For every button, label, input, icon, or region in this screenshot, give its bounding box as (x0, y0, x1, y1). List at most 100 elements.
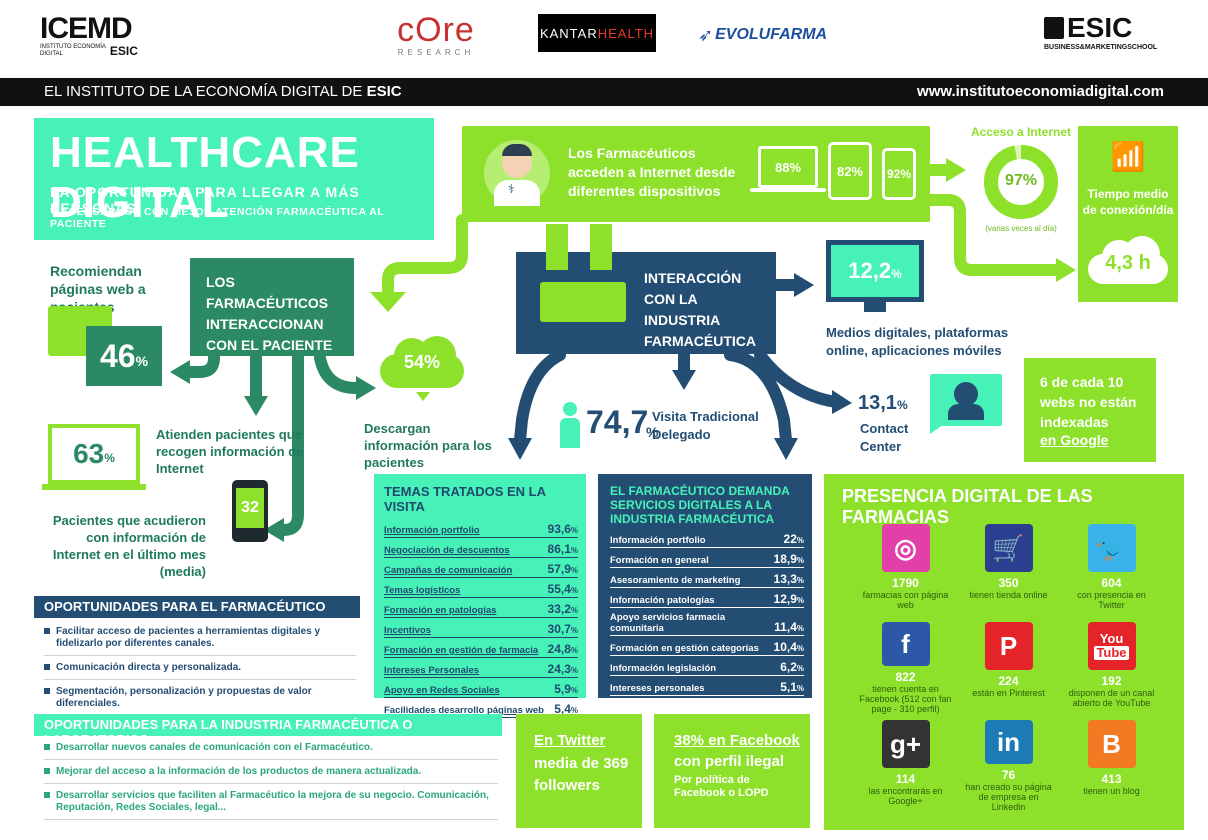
industry-box: INTERACCIÓN CON LA INDUSTRIA FARMACÉUTIC… (516, 224, 776, 354)
service-unit: % (796, 664, 804, 673)
icon-glyph: You (1099, 631, 1124, 646)
presence-number: 604 (1101, 576, 1122, 590)
laptop-value: 88% (774, 159, 802, 175)
service-value: 12,9 (773, 592, 797, 606)
topic-unit: % (570, 526, 578, 535)
bullet-icon (44, 744, 50, 750)
connection-time-panel: 📶 Tiempo medio de conexión/día 4,3 h (1078, 126, 1178, 302)
phone-icon[interactable]: 92% (882, 148, 916, 200)
topic-value: 55,4 (547, 582, 571, 596)
icon-glyph: 🐦 (1095, 533, 1128, 563)
website-link[interactable]: www.institutoeconomiadigital.com (917, 83, 1164, 100)
topic-value: 5,4 (554, 702, 571, 716)
opportunity-item: Facilitar acceso de pacientes a herramie… (44, 624, 356, 656)
bullet-icon (44, 628, 50, 634)
icon-glyph: P (999, 631, 1018, 661)
blogger-icon[interactable]: B (1087, 720, 1136, 768)
service-unit: % (796, 624, 804, 633)
laptop-icon[interactable]: 88% (758, 146, 818, 188)
presence-text: tienen un blog (1083, 786, 1140, 796)
services-panel: EL FARMACÉUTICO DEMANDA SERVICIOS DIGITA… (598, 474, 812, 698)
topic-label: Formación en gestión de farmacia (384, 645, 539, 656)
attend-value: 63 (73, 438, 105, 469)
tablet-icon[interactable]: 82% (828, 142, 872, 200)
indexed-panel: 6 de cada 10 webs no están indexadas en … (1024, 358, 1156, 462)
cart-icon[interactable]: 🛒 (984, 524, 1033, 572)
topic-label: Incentivos (384, 625, 431, 636)
bullet-icon (44, 664, 50, 670)
topic-label: Información portfolio (384, 525, 480, 536)
evolufarma-swoosh-icon: ➶ (698, 24, 714, 45)
pharmacist-avatar: ⚕ (484, 140, 550, 206)
opportunity-item: Mejorar del acceso a la información de l… (44, 764, 498, 784)
service-label: Apoyo servicios farmacia comunitaria (610, 612, 726, 634)
service-label: Información legislación (610, 663, 717, 674)
industry-opps-list: Desarrollar nuevos canales de comunicaci… (44, 740, 498, 824)
attend-label: Atienden pacientes que recogen informaci… (156, 427, 304, 476)
opportunity-item: Desarrollar servicios que faciliten al F… (44, 788, 498, 820)
twitter-icon[interactable]: 🐦 (1087, 524, 1136, 572)
esic-sub: BUSINESS&MARKETINGSCHOOL (1044, 44, 1158, 51)
devices-panel: ⚕ Los Farmacéuticos acceden a Internet d… (462, 126, 930, 222)
digital-value: 12,2 (848, 258, 892, 283)
bullet-icon (44, 688, 50, 694)
linkedin-icon[interactable]: in (984, 720, 1033, 764)
service-label: Formación en general (610, 555, 709, 566)
service-label: Asesoramiento de marketing (610, 575, 741, 586)
bullet-icon (44, 768, 50, 774)
googleplus-icon[interactable]: g+ (881, 720, 930, 768)
stethoscope-icon: ⚕ (508, 182, 515, 196)
icon-glyph-2: Tube (1094, 645, 1129, 660)
service-value: 10,4 (773, 640, 797, 654)
service-unit: % (796, 536, 804, 545)
presence-number: 76 (1001, 768, 1016, 782)
tablet-value: 82% (836, 163, 864, 179)
contact-label: Contact Center (860, 421, 909, 454)
presence-text: han creado su página de empresa en Linke… (965, 782, 1052, 812)
service-unit: % (796, 684, 804, 693)
core-wordmark: cOre (397, 11, 475, 49)
service-unit: % (796, 556, 804, 565)
service-row: Información legislación 6,2% (610, 658, 804, 676)
core-research-logo: cOre RESEARCH (380, 12, 492, 62)
download-label: Descargan información para los pacientes (364, 421, 492, 470)
service-value-wrap: 13,3% (774, 572, 804, 586)
visits-label: Pacientes que acudieron con información … (52, 513, 206, 579)
facebook-link[interactable]: 38% en Facebook (674, 732, 800, 749)
topic-value-wrap: 24,3% (548, 662, 578, 676)
web-icon[interactable]: ◎ (881, 524, 930, 572)
pharma-opps-list: Facilitar acceso de pacientes a herramie… (44, 624, 356, 720)
topic-unit: % (570, 546, 578, 555)
download-value: 54% (403, 352, 441, 372)
opportunity-text: Mejorar del acceso a la información de l… (56, 766, 422, 777)
facebook-icon[interactable]: f (881, 622, 930, 666)
indexed-link[interactable]: en Google (1040, 432, 1109, 448)
patients-box-text: LOS FARMACÉUTICOS INTERACCIONAN CON EL P… (206, 274, 333, 353)
topic-label: Formación en patologías (384, 605, 497, 616)
indexed-text: 6 de cada 10 webs no están indexadas (1040, 374, 1137, 430)
pinterest-icon[interactable]: P (984, 622, 1033, 670)
twitter-link[interactable]: En Twitter (534, 732, 606, 749)
topic-value-wrap: 5,9% (554, 682, 578, 696)
industry-box-text: INTERACCIÓN CON LA INDUSTRIA FARMACÉUTIC… (644, 270, 756, 349)
person-icon (560, 402, 580, 448)
service-unit: % (796, 644, 804, 653)
cloud-icon: 4,3 h (1088, 236, 1168, 284)
kantar-word: KANTAR (539, 25, 598, 41)
icon-glyph: ◎ (894, 533, 917, 563)
icemd-esic: ESIC (109, 44, 138, 58)
service-value-wrap: 6,2% (780, 660, 804, 674)
presence-number: 114 (895, 772, 916, 786)
presence-number: 350 (998, 576, 1019, 590)
topic-unit: % (570, 646, 578, 655)
kantar-health-logo: KANTAR HEALTH (538, 14, 656, 52)
